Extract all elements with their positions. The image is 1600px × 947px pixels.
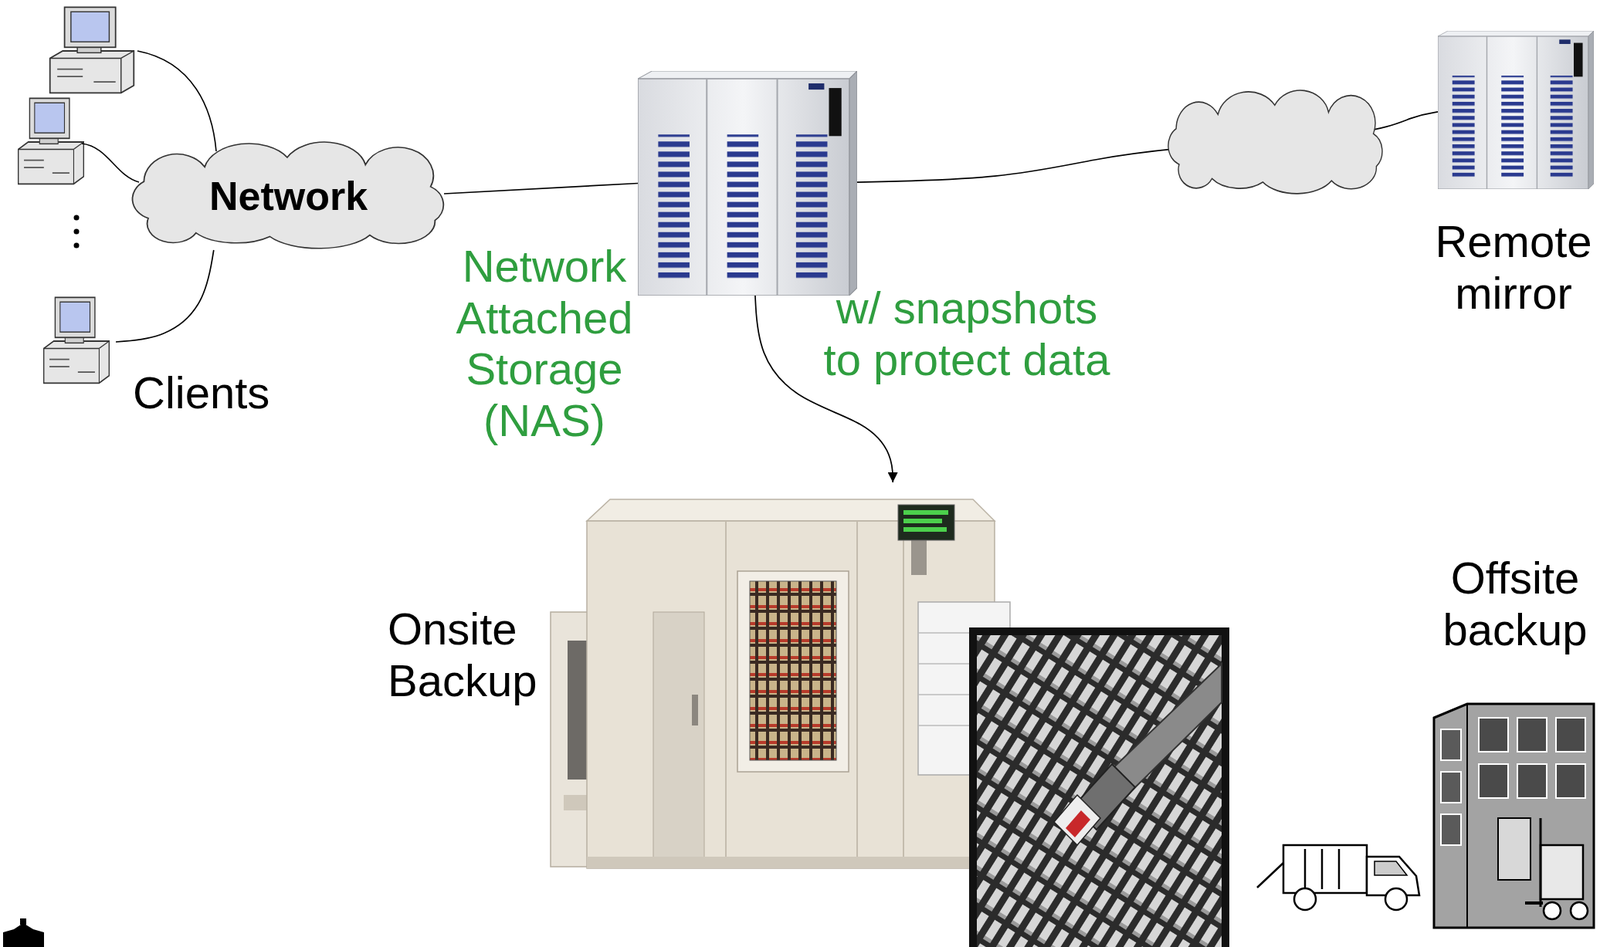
- client-wire: [137, 50, 217, 152]
- tape-library-figure: [586, 857, 995, 869]
- offsite-vault-building: [1539, 818, 1543, 908]
- label-wrap: Network Attached Storage (NAS): [456, 240, 634, 448]
- delivery-truck: [1283, 845, 1367, 894]
- tape-library-figure: [898, 505, 955, 541]
- node-label: Remote mirror: [1434, 216, 1592, 319]
- onsite-tape-library: Onsite Backup: [550, 482, 1021, 878]
- delivery-truck: [1257, 863, 1284, 889]
- offsite-vault: Offsite backup: [1433, 704, 1594, 929]
- tape-library-figure: [749, 581, 837, 761]
- client-wire: [81, 143, 139, 183]
- delivery-truck: [1374, 861, 1407, 876]
- network-cloud: Network: [132, 142, 445, 251]
- offsite-vault-building: [1498, 818, 1531, 881]
- delivery-truck: [1338, 849, 1341, 890]
- note-label: w/ snapshots to protect data: [812, 282, 1122, 386]
- tape-robot-photo: [969, 627, 1230, 947]
- tape-robot-photo: [1065, 810, 1091, 838]
- delivery-truck: [1385, 888, 1407, 911]
- node-label: Onsite Backup: [387, 603, 537, 707]
- tape-library-figure: [550, 499, 1011, 869]
- label-wrap: Clients: [132, 367, 270, 420]
- offsite-vault-building: [1555, 764, 1586, 799]
- offsite-vault-building: [1525, 901, 1543, 906]
- ellipsis-dots: [74, 229, 80, 235]
- tape-library-figure: [903, 510, 949, 516]
- offsite-vault-building: [1540, 845, 1584, 900]
- client-group: Clients: [11, 3, 116, 390]
- university-logo: [3, 918, 45, 947]
- tape-robot-photo: [969, 627, 1230, 947]
- offsite-vault-building: [1555, 718, 1586, 753]
- offsite-vault-building: [1466, 704, 1468, 929]
- network-link: [115, 250, 214, 343]
- tape-library-figure: [903, 518, 943, 524]
- label-wrap: w/ snapshots to protect data: [812, 282, 1122, 386]
- tape-library-figure: [737, 571, 849, 773]
- tape-library-figure: [856, 521, 858, 869]
- university-logo: [3, 923, 45, 947]
- client-computer: [44, 297, 110, 384]
- delivery-truck: [1304, 849, 1307, 890]
- client-computer: [18, 98, 85, 184]
- label-wrap: Remote mirror: [1434, 216, 1592, 319]
- tape-library-figure: [725, 521, 727, 869]
- offsite-vault-building: [1440, 772, 1462, 804]
- tape-library-figure: [911, 540, 927, 576]
- tape-library-figure: [902, 521, 905, 869]
- network-cloud-shape: [132, 142, 445, 249]
- cloud-label: Network: [209, 173, 368, 221]
- offsite-vault-building: [1433, 704, 1594, 929]
- nas-server-figure: [637, 71, 858, 296]
- ellipsis-dots: [74, 215, 80, 249]
- network-link: [444, 183, 638, 195]
- node-label: Network Attached Storage (NAS): [456, 240, 634, 448]
- remote-server-figure: [1437, 30, 1594, 190]
- node-label: Offsite backup: [1442, 552, 1587, 656]
- tape-library-figure: [903, 527, 947, 533]
- delivery-truck: [1294, 888, 1316, 911]
- remote-mirror-server: Remote mirror: [1437, 30, 1594, 190]
- offsite-vault-building: [1440, 814, 1462, 846]
- label-wrap: Network: [132, 142, 445, 251]
- client-computer: [18, 6, 135, 384]
- label-wrap: Offsite backup: [1442, 552, 1587, 656]
- offsite-vault-building: [1543, 902, 1561, 920]
- wan-cloud-shape: [1168, 90, 1383, 194]
- offsite-vault-building: [1433, 704, 1594, 929]
- client-computer: [50, 6, 135, 93]
- tape-robot-photo: [1054, 795, 1101, 846]
- tape-library-figure: [691, 694, 699, 726]
- nas-server: Network Attached Storage (NAS): [637, 71, 858, 296]
- university-logo: [20, 918, 27, 926]
- wan-cloud-shape: [1168, 90, 1383, 194]
- remote-server-figure: [1437, 30, 1594, 190]
- ellipsis-dots: [74, 215, 80, 221]
- node-label: Clients: [132, 367, 270, 420]
- offsite-vault-building: [1570, 902, 1588, 920]
- offsite-vault-building: [1478, 718, 1509, 753]
- label-wrap: Onsite Backup: [387, 603, 537, 707]
- tape-library-figure: [653, 612, 705, 868]
- delivery-truck: [1257, 845, 1420, 911]
- network-cloud-shape: [132, 142, 445, 249]
- offsite-vault-building: [1517, 718, 1547, 753]
- tape-robot-photo: [976, 635, 1222, 947]
- delivery-truck: [1321, 849, 1324, 890]
- nas-server-figure: [637, 71, 858, 296]
- offsite-vault-building: [1517, 764, 1547, 799]
- offsite-vault-building: [1440, 729, 1462, 761]
- ellipsis-dots: [74, 243, 80, 249]
- offsite-vault-building: [1478, 764, 1509, 799]
